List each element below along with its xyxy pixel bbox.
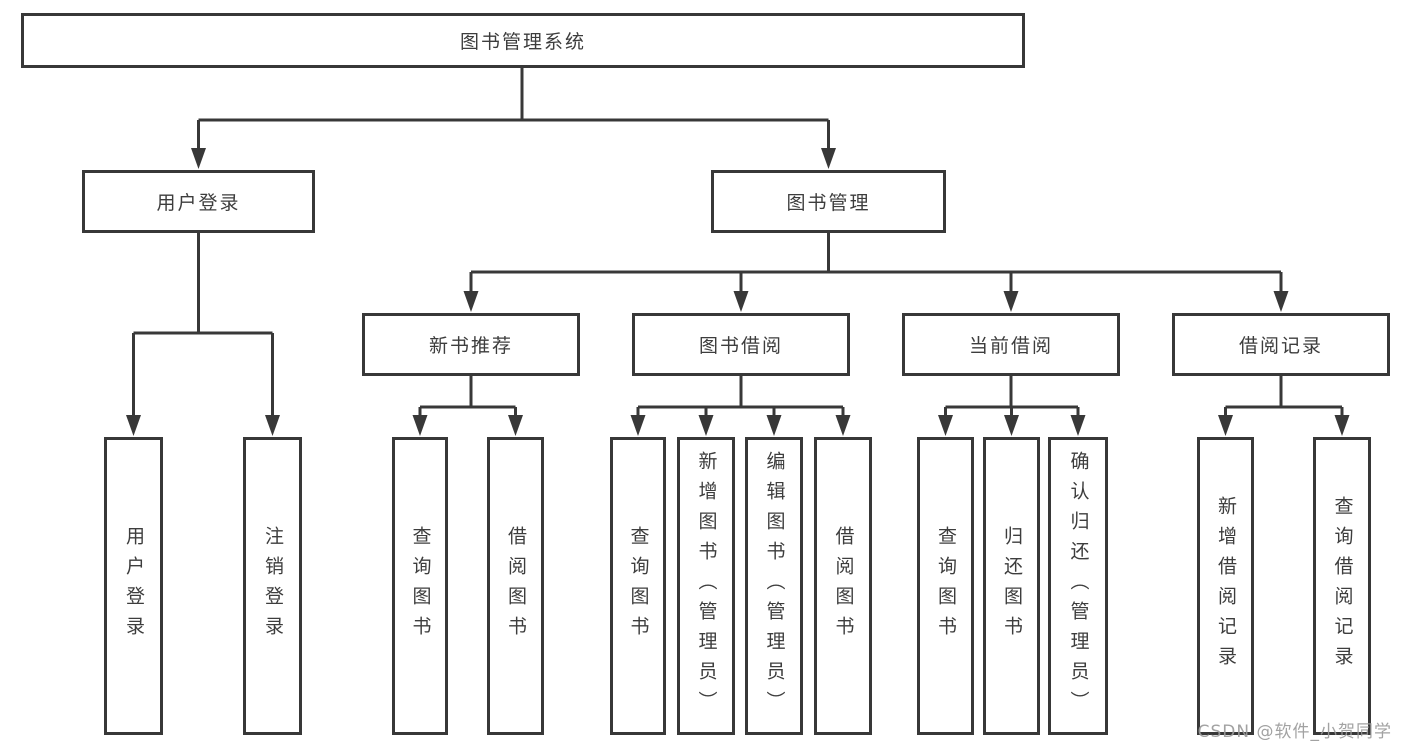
- node-label: 借阅记录: [1238, 335, 1323, 357]
- node-book-borrowing: 图书借阅: [632, 313, 850, 376]
- leaf-label: 用户登录: [123, 526, 145, 646]
- node-user-login: 用户登录: [82, 170, 315, 233]
- leaf-label: 归还图书: [1001, 526, 1023, 646]
- watermark: CSDN @软件_小贺同学: [1197, 722, 1392, 742]
- leaf-add-books-admin: 新增图书（管理员）: [677, 437, 735, 735]
- leaf-label: 确认归还（管理员）: [1067, 451, 1090, 721]
- leaf-label: 注销登录: [262, 526, 284, 646]
- leaf-return-books: 归还图书: [983, 437, 1040, 735]
- node-label: 图书管理系统: [459, 31, 586, 53]
- node-library-management-system: 图书管理系统: [21, 13, 1025, 68]
- node-current-borrowing: 当前借阅: [902, 313, 1120, 376]
- node-label: 图书管理: [786, 192, 871, 214]
- leaf-label: 查询图书: [409, 526, 432, 646]
- leaf-query-borrow-record: 查询借阅记录: [1313, 437, 1371, 735]
- leaf-borrow-books-borrowing: 借阅图书: [814, 437, 872, 735]
- leaf-edit-books-admin: 编辑图书（管理员）: [745, 437, 803, 735]
- connector-lines: [132, 68, 1344, 417]
- leaf-query-books-recommendation: 查询图书: [392, 437, 448, 735]
- leaf-logout-login: 注销登录: [243, 437, 302, 735]
- node-label: 用户登录: [156, 192, 241, 214]
- leaf-add-borrow-record: 新增借阅记录: [1197, 437, 1254, 735]
- leaf-label: 编辑图书（管理员）: [763, 451, 786, 721]
- node-label: 新书推荐: [428, 335, 513, 357]
- node-book-management: 图书管理: [711, 170, 946, 233]
- leaf-label: 借阅图书: [505, 526, 527, 646]
- leaf-label: 查询图书: [935, 526, 957, 646]
- node-label: 当前借阅: [968, 335, 1053, 357]
- leaf-label: 借阅图书: [832, 526, 855, 646]
- leaf-label: 查询借阅记录: [1331, 496, 1354, 676]
- leaf-label: 查询图书: [627, 526, 650, 646]
- leaf-label: 新增图书（管理员）: [695, 451, 718, 721]
- connector-arrowheads: [126, 148, 1350, 436]
- leaf-borrow-books-recommendation: 借阅图书: [487, 437, 544, 735]
- node-borrowing-records: 借阅记录: [1172, 313, 1390, 376]
- leaf-query-books-borrowing: 查询图书: [610, 437, 666, 735]
- node-label: 图书借阅: [698, 335, 783, 357]
- leaf-label: 新增借阅记录: [1215, 496, 1237, 676]
- leaf-confirm-return-admin: 确认归还（管理员）: [1048, 437, 1108, 735]
- leaf-query-books-current: 查询图书: [917, 437, 974, 735]
- node-new-book-recommendation: 新书推荐: [362, 313, 580, 376]
- leaf-user-login: 用户登录: [104, 437, 163, 735]
